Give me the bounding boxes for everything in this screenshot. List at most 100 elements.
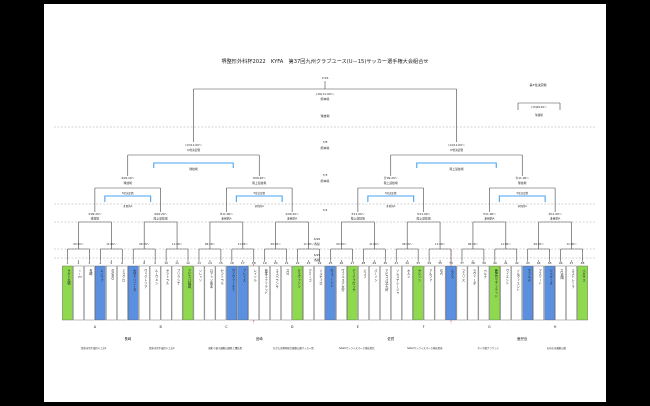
team-cell bbox=[160, 265, 172, 321]
team-cell bbox=[577, 265, 588, 321]
team-cell bbox=[226, 265, 238, 321]
team-name: Vファーレン bbox=[329, 269, 333, 287]
team-name: ソルヴィエント bbox=[515, 269, 519, 292]
document-title: 堺整形外科杯2022 KYFA 第37回九州クラブユース(U－15)サッカー選手… bbox=[221, 57, 428, 65]
round-place: 熊本県 bbox=[320, 145, 329, 150]
team-number: 33 bbox=[416, 261, 420, 265]
team-name: アビスパ福岡 bbox=[187, 268, 191, 289]
team-name: ラヴィーダ bbox=[472, 268, 476, 286]
round16-time: ⑦11:00〜 bbox=[483, 212, 497, 216]
team-cell bbox=[193, 265, 205, 321]
team-cell bbox=[478, 265, 490, 321]
team-number: 17 bbox=[241, 261, 245, 265]
ninth-place-path bbox=[416, 162, 497, 168]
team-name: ペガサス bbox=[582, 269, 586, 283]
team-cell bbox=[369, 265, 380, 321]
team-name: VIVAIO bbox=[110, 269, 114, 280]
final-date: 7/16 bbox=[322, 76, 329, 80]
team-name: アスリート bbox=[538, 268, 542, 285]
team-cell bbox=[456, 265, 468, 321]
team-name: 鹿児島ユナイテッド bbox=[493, 268, 497, 298]
team-cell bbox=[171, 265, 183, 321]
round1-time: 09:20〜 bbox=[336, 242, 346, 246]
fifth-place-path bbox=[498, 195, 546, 202]
team-cell bbox=[303, 265, 314, 321]
team-cell bbox=[84, 265, 95, 321]
fifth-place-path bbox=[235, 195, 283, 202]
team-number: 45 bbox=[548, 261, 552, 265]
team-number: 26 bbox=[340, 261, 344, 265]
round16-time: ①09:20〜 bbox=[88, 212, 102, 216]
final-venue: 熊本県 bbox=[320, 96, 329, 101]
team-number: 19 bbox=[263, 261, 267, 265]
team-number: 9 bbox=[154, 261, 156, 265]
round16-venue: 多目的A bbox=[550, 217, 560, 221]
prefecture-venue: 島原市営平成町人工芝1 bbox=[81, 346, 107, 350]
quarterfinal-venue: 陸上競技場 bbox=[384, 181, 398, 185]
team-cell bbox=[314, 265, 325, 321]
group-letter: F bbox=[423, 325, 425, 329]
team-number: 4 bbox=[99, 261, 101, 265]
round1-time: 09:20〜 bbox=[139, 242, 149, 246]
quarterfinal-subtitle: 5位決定戦 bbox=[385, 191, 397, 195]
third-place-time: (15)09:20〜 bbox=[531, 105, 547, 109]
team-name: ホルン bbox=[406, 269, 410, 279]
team-name: ブレイズ bbox=[241, 268, 245, 283]
team-number: 6 bbox=[121, 261, 123, 265]
team-cell bbox=[259, 265, 271, 321]
team-number: 2 bbox=[77, 261, 79, 265]
team-cell bbox=[281, 265, 292, 321]
team-name: ヴィエント bbox=[505, 268, 509, 285]
quarterfinal-subvenue: 多目的A bbox=[386, 204, 396, 208]
round1-time: 11:00〜 bbox=[172, 242, 182, 246]
round16-time: ④09:20〜 bbox=[285, 212, 299, 216]
third-place-venue: 球技場 bbox=[535, 113, 543, 117]
team-number: 35 bbox=[438, 261, 442, 265]
group-letter: H bbox=[554, 325, 557, 329]
group-letter: E bbox=[357, 325, 359, 329]
team-name: 熊本ユナイテッド bbox=[263, 268, 267, 295]
team-name: ソルセイロ bbox=[318, 269, 322, 286]
team-name: 大分トリニータ bbox=[132, 268, 136, 292]
team-cell bbox=[445, 265, 457, 321]
team-cell bbox=[336, 265, 347, 321]
quarterfinal-venue: 陸上競技場 bbox=[252, 181, 266, 185]
quarterfinal-time: ⑨09:20〜 bbox=[121, 176, 135, 180]
round16-venue: 多目的A bbox=[287, 217, 297, 221]
fifth-place-path bbox=[367, 195, 415, 202]
round-date: 6/26 bbox=[314, 237, 321, 241]
round-place: 各県 bbox=[314, 258, 320, 262]
round-place: 各県 bbox=[314, 242, 320, 246]
prefecture-venue: SAGAサンライズパーク球技場北 bbox=[339, 346, 375, 350]
team-number: 5 bbox=[110, 261, 112, 265]
team-name: ヴィクトリア bbox=[143, 268, 147, 289]
team-number: 41 bbox=[504, 261, 508, 265]
round1-time: 09:20〜 bbox=[534, 242, 544, 246]
team-number: 12 bbox=[186, 261, 190, 265]
team-name: ソレステレージャ bbox=[395, 269, 399, 295]
round-date: 7/3 bbox=[323, 173, 328, 177]
team-name: ルクス bbox=[450, 269, 454, 279]
round16-venue: 陸上競技場 bbox=[417, 217, 431, 221]
team-name: パーソン bbox=[373, 268, 377, 282]
document-page: 堺整形外科杯2022 KYFA 第37回九州クラブユース(U－15)サッカー選手… bbox=[44, 4, 606, 402]
team-cell bbox=[248, 265, 260, 321]
team-cell bbox=[62, 265, 73, 321]
team-number: 40 bbox=[493, 261, 497, 265]
final-time: (16)11:00〜 bbox=[316, 92, 334, 96]
round16-time: ③11:00〜 bbox=[220, 212, 234, 216]
group-letter: D bbox=[291, 325, 294, 329]
team-name: ロアッソ熊本 bbox=[209, 269, 213, 289]
team-number: 47 bbox=[570, 261, 574, 265]
team-name: SPC bbox=[439, 269, 443, 276]
round1-time: 09:20〜 bbox=[73, 242, 83, 246]
team-name: エスペランサ bbox=[275, 269, 279, 289]
team-name: アルファ bbox=[428, 268, 432, 282]
round16-venue: 多目的A bbox=[484, 217, 494, 221]
prefecture-venue: 志布志市運動公園 bbox=[547, 346, 567, 350]
round1-time: 09:20〜 bbox=[205, 242, 215, 246]
team-number: 31 bbox=[394, 261, 398, 265]
team-number: 3 bbox=[88, 261, 90, 265]
quarterfinal-subvenue: 多目的A bbox=[518, 204, 528, 208]
